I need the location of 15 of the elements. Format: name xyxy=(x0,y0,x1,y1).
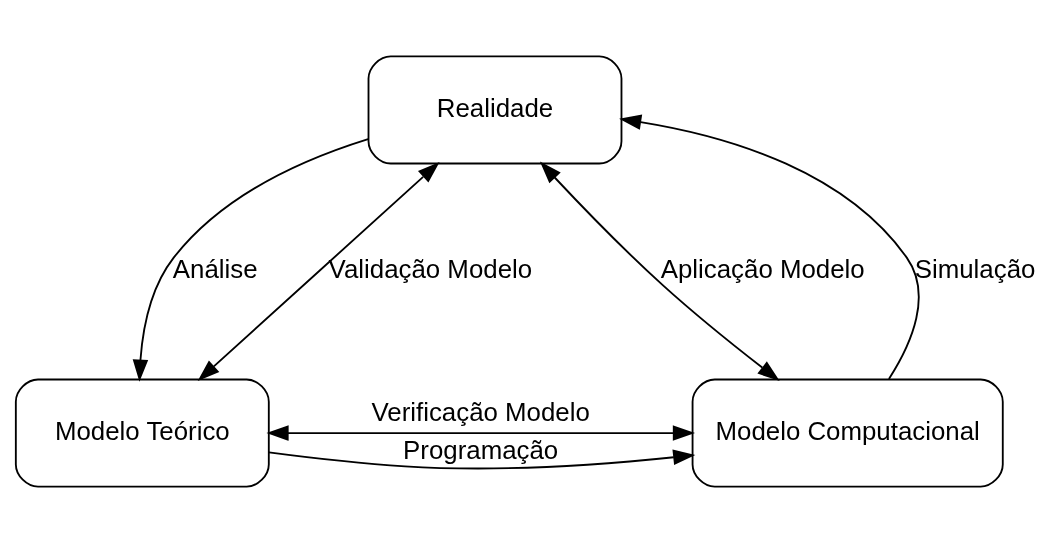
arrow xyxy=(266,424,695,441)
node-box: Realidade xyxy=(367,54,623,164)
arrow xyxy=(619,113,920,380)
edge-label: Validação Modelo xyxy=(328,254,533,283)
node-box: Modelo Teórico xyxy=(14,378,270,488)
arrow xyxy=(197,161,440,381)
edge-label: Programação xyxy=(403,435,559,464)
node-box: Modelo Computacional xyxy=(691,378,1004,488)
edge-label: Verificação Modelo xyxy=(371,397,590,426)
arrow xyxy=(268,449,696,469)
edge-label: Simulação xyxy=(914,254,1036,283)
edge-label: Aplicação Modelo xyxy=(660,254,865,283)
arrow xyxy=(539,161,780,381)
edge-label: Análise xyxy=(172,254,258,283)
arrow xyxy=(132,137,369,382)
